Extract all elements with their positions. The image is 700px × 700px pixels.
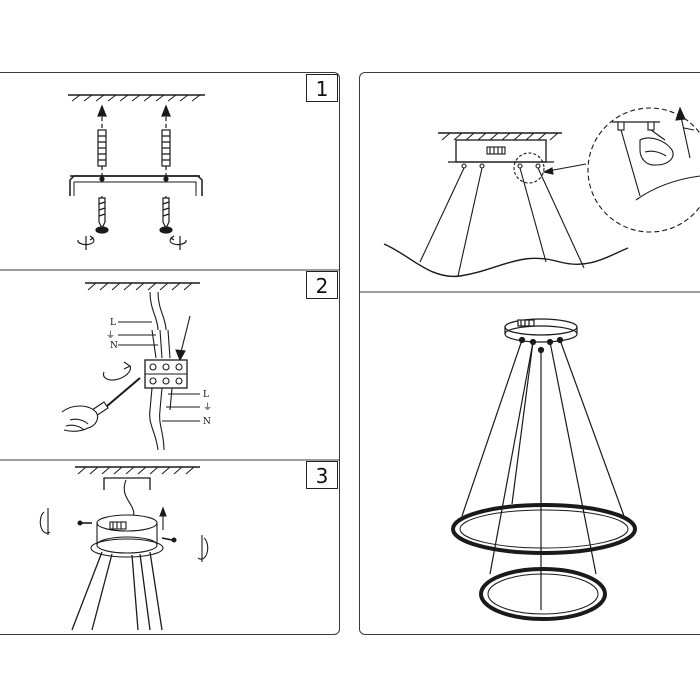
wire-label-neutral-bottom: N (203, 417, 211, 427)
step1-drawing (68, 94, 205, 250)
step3-drawing (39, 466, 209, 631)
step-number-2: 2 (306, 271, 338, 299)
wire-label-live-top: L (110, 318, 116, 328)
wire-label-earth-top: ⏚ (106, 330, 115, 341)
cable-adjust-drawing (383, 106, 700, 278)
step-number-1: 1 (306, 74, 338, 102)
step-number-3: 3 (306, 461, 338, 489)
wire-label-earth-bottom: ⏚ (203, 402, 212, 413)
panel-cable-adjust (359, 72, 700, 635)
finished-lamp-drawing (451, 318, 637, 621)
wire-label-neutral-top: N (110, 341, 118, 351)
wire-label-live-bottom: L (203, 390, 209, 400)
step2-drawing (61, 282, 200, 451)
